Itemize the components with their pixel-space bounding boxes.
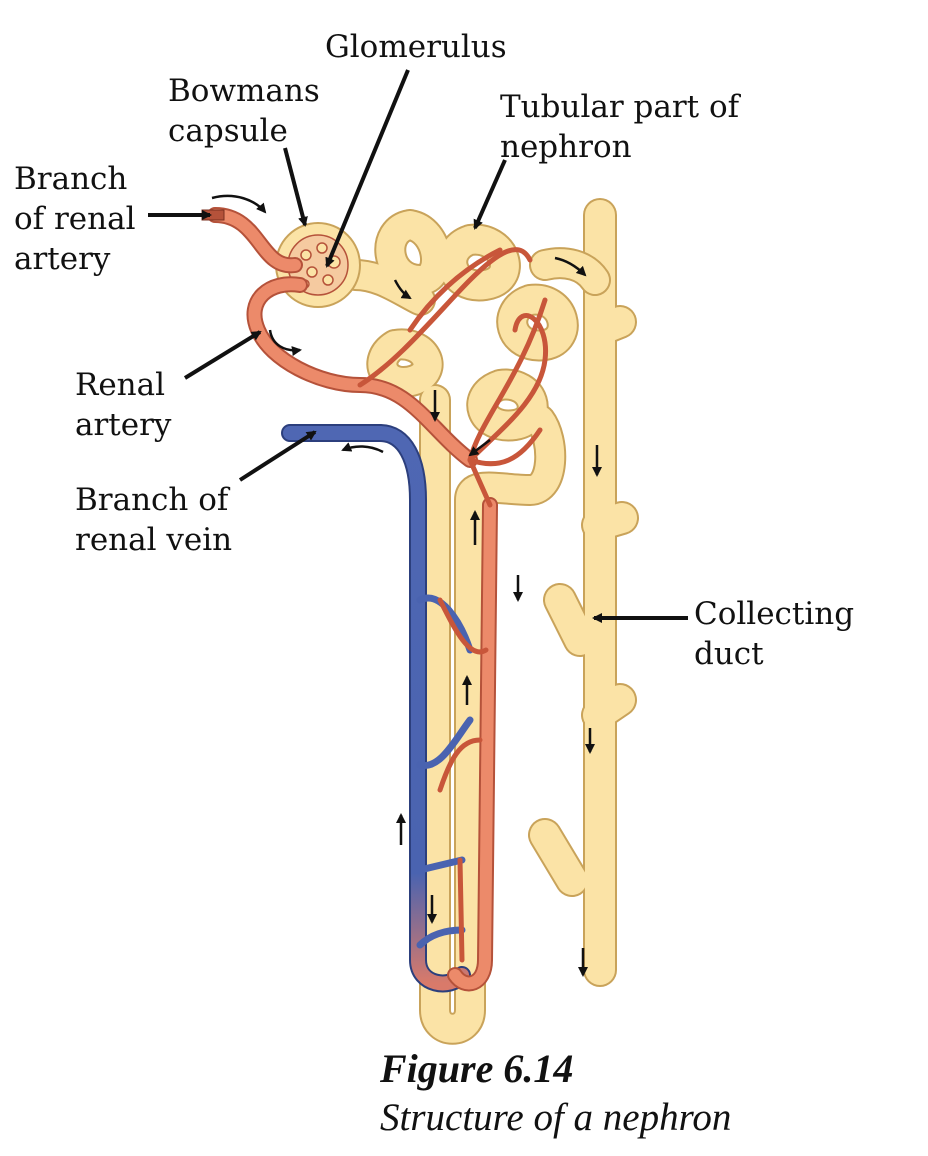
label-glomerulus: Glomerulus [325, 29, 507, 65]
tubular-leader [473, 159, 507, 230]
label-bowmans-line1: Bowmans [168, 73, 320, 109]
collecting-duct [528, 198, 639, 987]
label-branch-artery-line3: artery [14, 241, 111, 277]
flow-arrows [211, 194, 602, 977]
label-bowmans-line2: capsule [168, 113, 288, 149]
label-branch-artery-line2: of renal [14, 201, 136, 237]
leader-lines [148, 69, 688, 623]
renal-artery-leader [183, 330, 262, 380]
label-collecting-line1: Collecting [694, 596, 855, 632]
figure-number: Figure 6.14 [380, 1046, 574, 1091]
figure-title: Structure of a nephron [380, 1096, 732, 1139]
label-renal-artery-line2: artery [75, 407, 172, 443]
branch-vein-leader [238, 430, 317, 482]
label-branch-vein-line2: renal vein [75, 522, 233, 558]
label-branch-vein-line1: Branch of [75, 482, 229, 518]
label-renal-artery-line1: Renal [75, 367, 166, 403]
label-tubular-line2: nephron [500, 129, 632, 165]
label-tubular-line1: Tubular part of [500, 89, 740, 125]
glomerulus-leader [325, 69, 410, 268]
bowmans-leader [283, 147, 308, 227]
label-collecting-line2: duct [694, 636, 764, 672]
renal-artery [201, 207, 549, 992]
label-branch-artery-line1: Branch [14, 161, 128, 197]
renal-vein [281, 424, 474, 993]
